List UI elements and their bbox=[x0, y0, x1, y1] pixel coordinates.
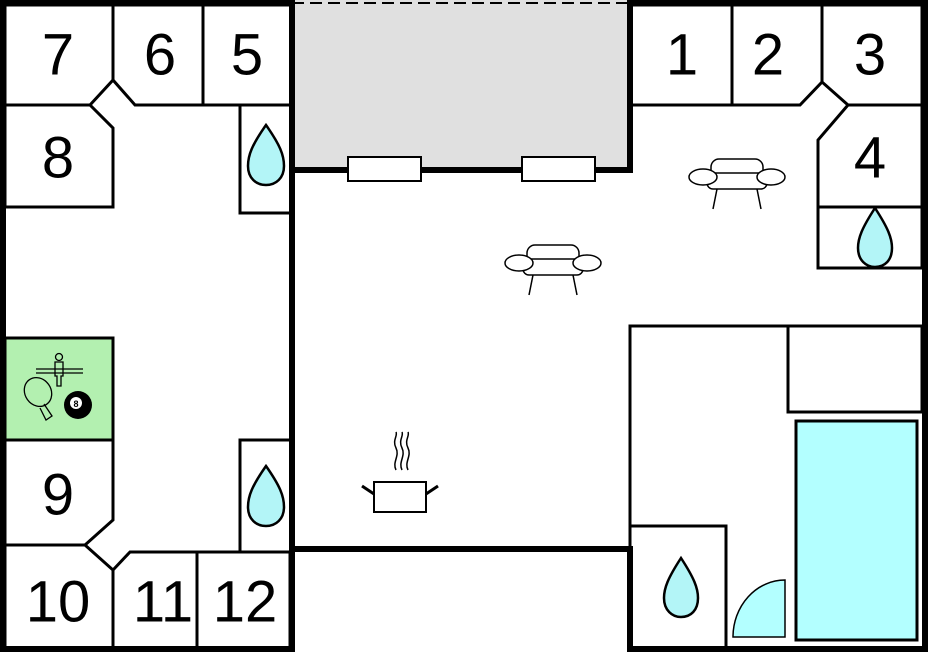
foosball-icon bbox=[36, 352, 83, 387]
ball-number: 8 bbox=[73, 399, 78, 409]
room-number: 12 bbox=[213, 570, 278, 635]
room-number: 4 bbox=[854, 126, 886, 191]
room-7 bbox=[3, 3, 115, 107]
game-room bbox=[3, 336, 115, 442]
room-8 bbox=[3, 103, 115, 209]
room-number: 10 bbox=[26, 570, 91, 635]
room-number: 11 bbox=[133, 570, 193, 635]
water-drop-icon bbox=[246, 122, 286, 187]
room-number: 5 bbox=[231, 23, 263, 88]
bathroom bbox=[628, 524, 728, 650]
sofa-icon bbox=[504, 244, 602, 296]
room-number: 1 bbox=[666, 23, 698, 88]
water-drop-icon bbox=[662, 555, 700, 619]
room-number: 2 bbox=[752, 23, 784, 88]
room-number: 7 bbox=[42, 23, 74, 88]
room-number: 6 bbox=[144, 23, 176, 88]
room-number: 8 bbox=[42, 126, 74, 191]
bathroom-closet bbox=[238, 103, 294, 215]
bathroom-closet bbox=[238, 438, 294, 554]
bathroom-closet bbox=[816, 205, 924, 270]
door-swing-icon bbox=[732, 579, 786, 638]
storage-room bbox=[786, 324, 924, 414]
terrace bbox=[292, 0, 630, 170]
room-number: 3 bbox=[854, 23, 886, 88]
room-2 bbox=[730, 3, 824, 107]
sofa-icon bbox=[688, 158, 786, 210]
swimming-pool bbox=[794, 419, 919, 642]
billiard-ball-icon: 8 bbox=[64, 391, 92, 419]
outer-wall-right bbox=[292, 0, 928, 652]
water-drop-icon bbox=[856, 205, 894, 269]
window bbox=[521, 156, 596, 182]
room-number: 9 bbox=[42, 463, 74, 528]
table-tennis-icon bbox=[23, 376, 53, 421]
room-6 bbox=[111, 3, 205, 107]
room-9 bbox=[3, 438, 115, 547]
cooking-pot-icon bbox=[361, 431, 439, 513]
window bbox=[347, 156, 422, 182]
water-drop-icon bbox=[246, 463, 286, 528]
